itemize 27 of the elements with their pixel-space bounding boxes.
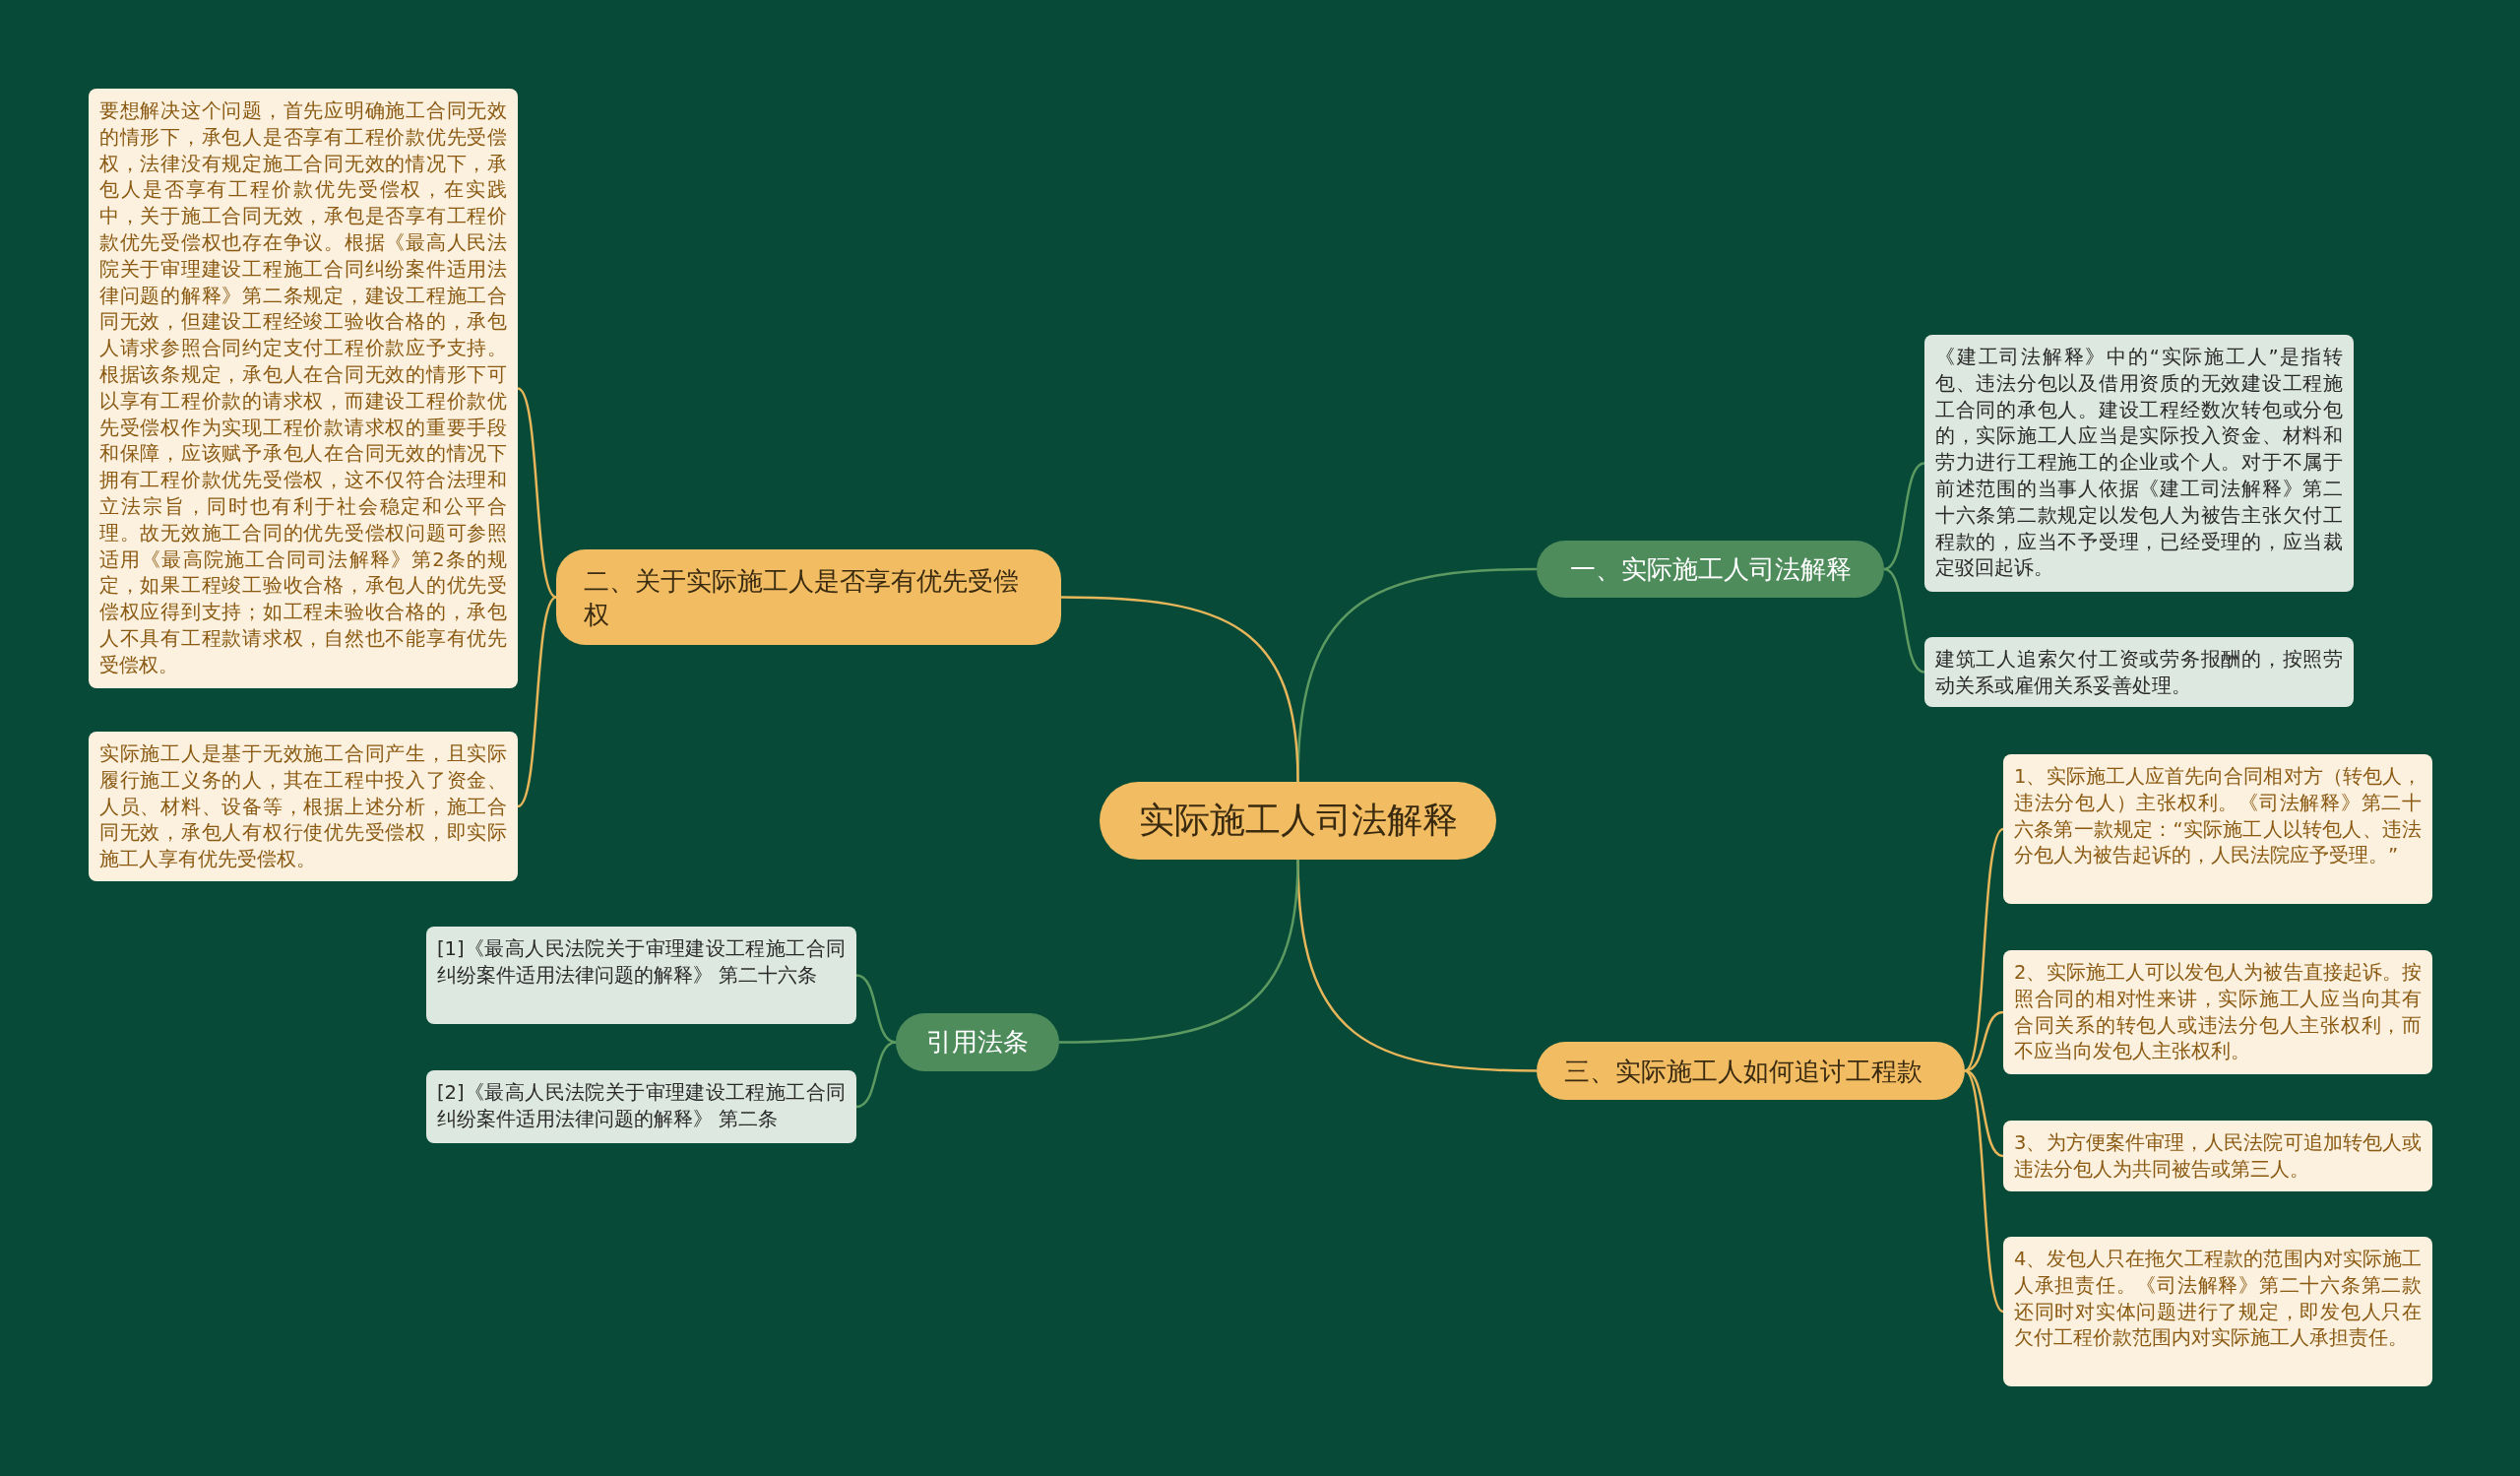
note-box: 要想解决这个问题，首先应明确施工合同无效的情形下，承包人是否享有工程价款优先受偿权，法律没有规定施工合同无效的情况下，承包人是否享有工程价款优先受偿权，在实践中，关于施工合同无效，承包是否享有工程价款优先受偿权也存在争议。根据《最高人民法院关于审理建设工程施工合同纠纷案件适用法律问题的解释》第二条规定，建设工程施工合同无效，但建设工程经竣工验收合格的，承包人请求参照合同约定支付工程价款应予支持。根据该条规定，承包人在合同无效的情形下可以享有工程价款的请求权，而建设工程价款优先受偿权作为实现工程价款请求权的重要手段和保障，应该赋予承包人在合同无效的情况下拥有工程价款优先受偿权，这不仅符合法理和立法宗旨，同时也有利于社会稳定和公平合理。故无效施工合同的优先受偿权问题可参照适用《最高院施工合同司法解释》第2条的规定，如果工程竣工验收合格，承包人的优先受偿权应得到支持；如工程未验收合格的，承包人不具有工程款请求权，自然也不能享有优先受偿权。 [89, 89, 518, 688]
note-box: 《建工司法解释》中的“实际施工人”是指转包、违法分包以及借用资质的无效建设工程施工合同的承包人。建设工程经数次转包或分包的，实际施工人应当是实际投入资金、材料和劳力进行工程施工的企业或个人。对于不属于前述范围的当事人依据《建工司法解释》第二十六条第二款规定以发包人为被告主张欠付工程款的，应当不予受理，已经受理的，应当裁定驳回起诉。 [1924, 335, 2354, 592]
connector-line [517, 387, 557, 599]
connector-line [1883, 567, 1925, 674]
branch-box: 二、关于实际施工人是否享有优先受偿权 [556, 549, 1061, 645]
note-box: [2]《最高人民法院关于审理建设工程施工合同纠纷案件适用法律问题的解释》 第二条 [426, 1070, 856, 1143]
branch-box: 一、实际施工人司法解释 [1537, 541, 1884, 598]
note-box: [1]《最高人民法院关于审理建设工程施工合同纠纷案件适用法律问题的解释》 第二十六条 [426, 927, 856, 1024]
note-box: 建筑工人追索欠付工资或劳务报酬的，按照劳动关系或雇佣关系妥善处理。 [1924, 637, 2354, 707]
central-topic-box: 实际施工人司法解释 [1100, 782, 1496, 860]
branch-box: 引用法条 [896, 1013, 1059, 1071]
connector-line [1964, 1069, 2004, 1158]
connector-line [1964, 1010, 2004, 1072]
connector-line [1883, 462, 1925, 571]
connector-line [855, 1041, 897, 1109]
connector-line [1061, 596, 1299, 783]
connector-line [1964, 1069, 2004, 1313]
connector-line [1964, 828, 2004, 1072]
note-box: 2、实际施工人可以发包人为被告直接起诉。按照合同的相对性来讲，实际施工人应当向其有合同关系的转包人或违法分包人主张权利，而不应当向发包人主张权利。 [2003, 950, 2432, 1074]
note-box: 1、实际施工人应首先向合同相对方（转包人，违法分包人）主张权利。《司法解释》第二十六条第一款规定：“实际施工人以转包人、违法分包人为被告起诉的，人民法院应予受理。” [2003, 754, 2432, 904]
note-box: 3、为方便案件审理，人民法院可追加转包人或违法分包人为共同被告或第三人。 [2003, 1121, 2432, 1191]
note-box: 实际施工人是基于无效施工合同产生，且实际履行施工义务的人，其在工程中投入了资金、人员、材料、设备等，根据上述分析，施工合同无效，承包人有权行使优先受偿权，即实际施工人享有优先受偿权。 [89, 732, 518, 881]
connector-line [855, 974, 897, 1044]
connector-line [1059, 859, 1299, 1044]
branch-box: 三、实际施工人如何追讨工程款 [1537, 1042, 1965, 1100]
note-box: 4、发包人只在拖欠工程款的范围内对实际施工人承担责任。《司法解释》第二十六条第二款还同时对实体问题进行了规定，即发包人只在欠付工程价款范围内对实际施工人承担责任。 [2003, 1237, 2432, 1386]
connector-line [517, 596, 557, 807]
